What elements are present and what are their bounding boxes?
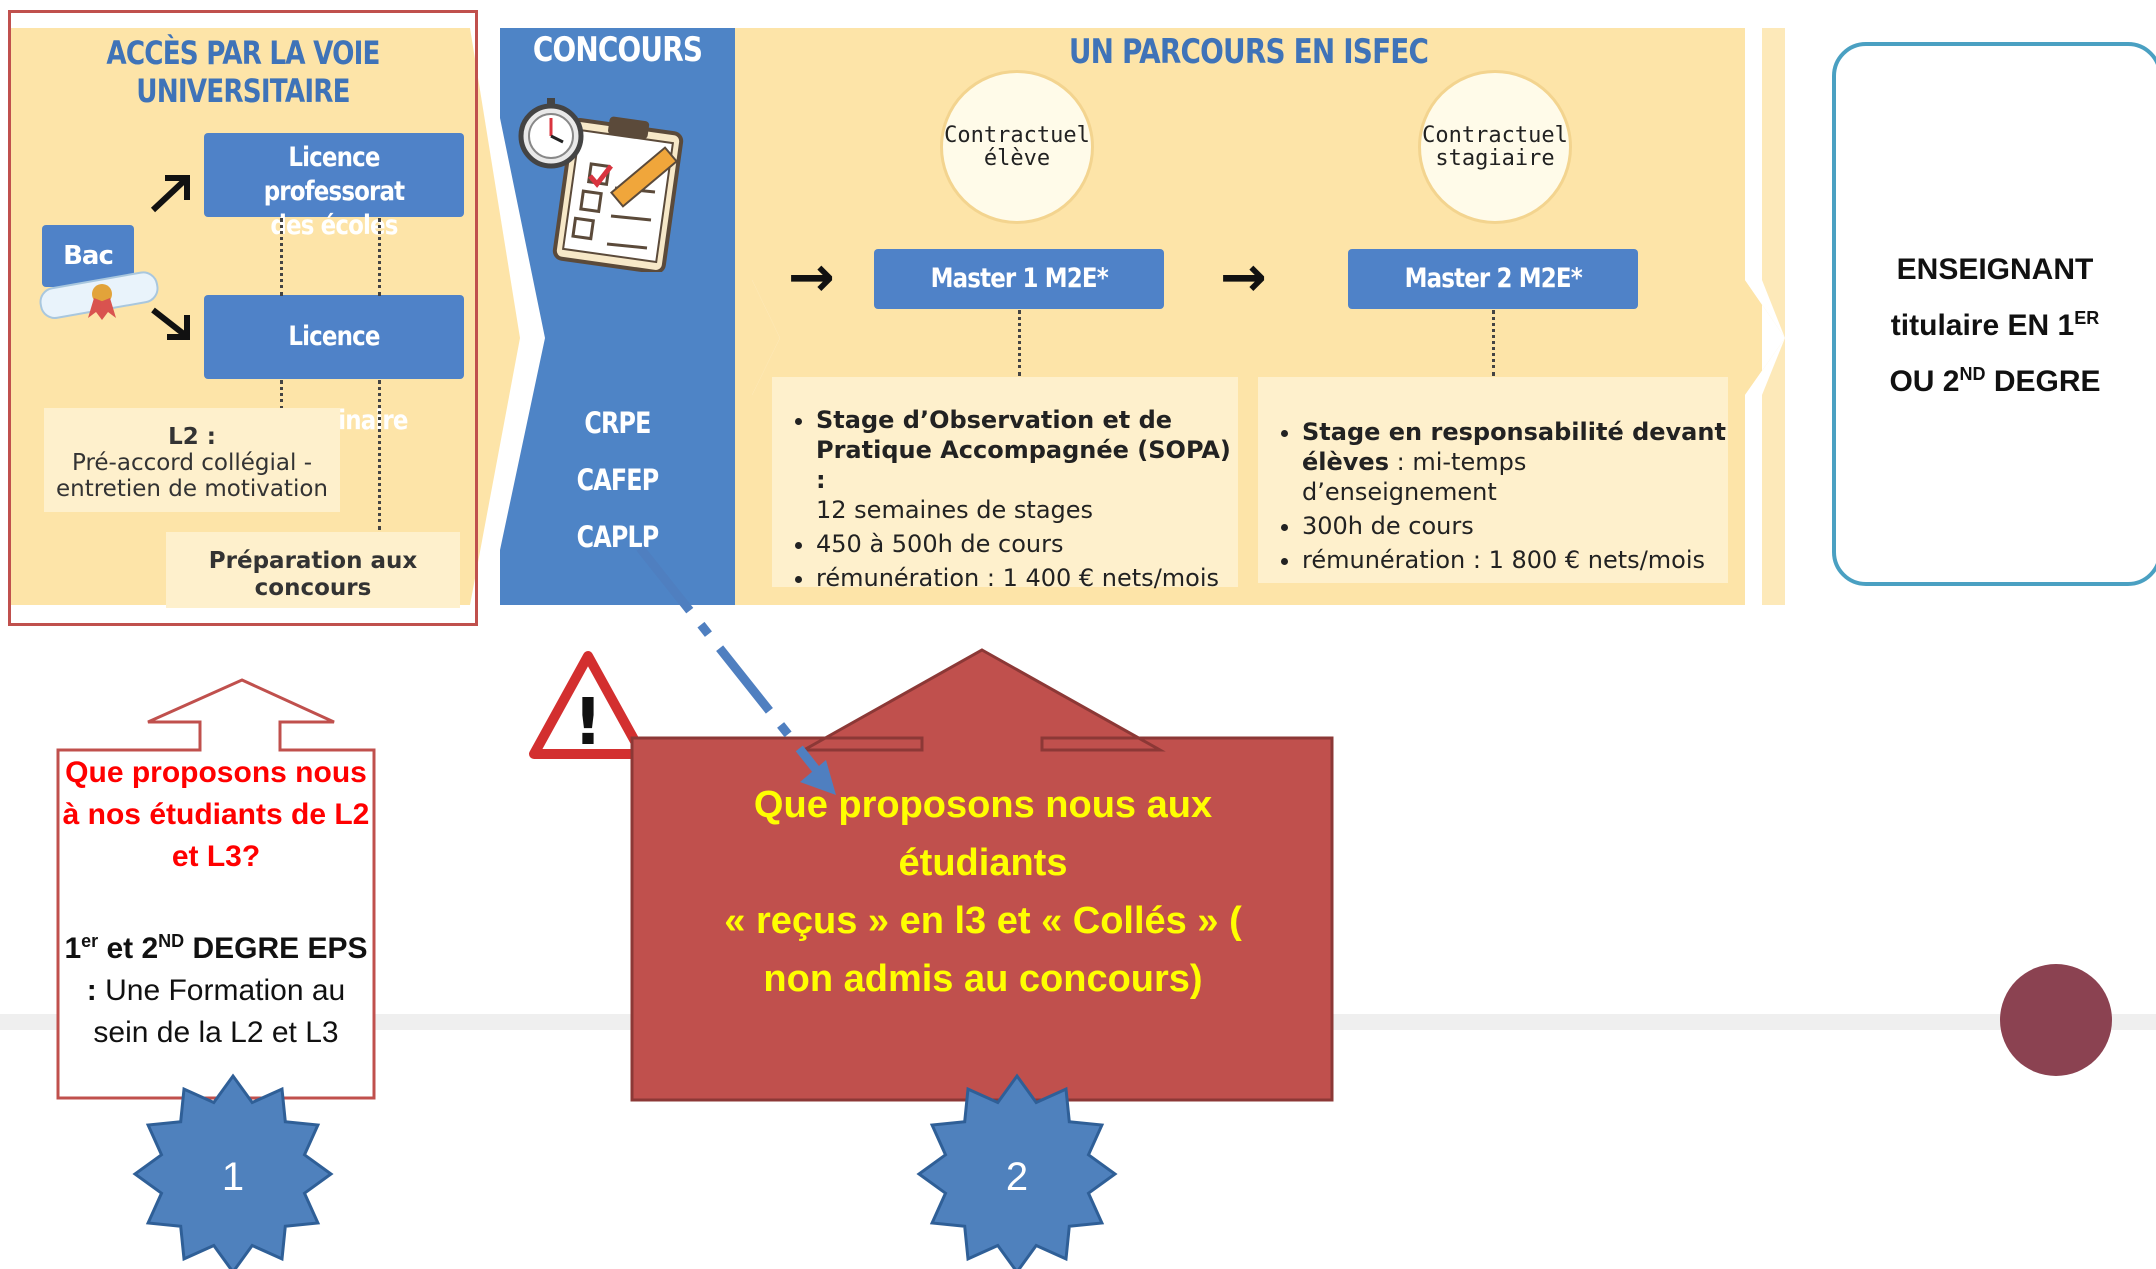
l2-line1: Pré-accord collégial -	[71, 450, 313, 476]
bac-label: Bac	[63, 241, 114, 271]
master2-bullet1-rest: : mi-temps d’enseignement	[1302, 448, 1527, 506]
l2-box: L2 : Pré-accord collégial - entretien de…	[44, 408, 340, 512]
callout1-rest1: Une Formation au	[96, 974, 346, 1007]
callout1-bold-d: :	[86, 974, 97, 1007]
callout-2: Que proposons nous aux étudiants « reçus…	[632, 776, 1334, 1008]
master1-bullet1-rest: 12 semaines de stages	[816, 496, 1094, 524]
callout1-red-line3: et L3?	[171, 840, 261, 873]
dotted-line	[378, 380, 381, 530]
preparation-line2: concours	[254, 575, 372, 601]
badge-1-label: 1	[222, 1155, 244, 1199]
master2-details: Stage en responsabilité devant élèves : …	[1258, 377, 1728, 583]
concours-item-crpe: CRPE	[584, 406, 651, 440]
l2-title: L2 :	[168, 424, 216, 450]
enseignant-sup-er: ER	[2074, 308, 2100, 328]
callout1-bold-b: et 2	[98, 932, 159, 965]
master2-bullet: 300h de cours	[1302, 511, 1728, 541]
warning-symbol: !	[573, 686, 602, 760]
enseignant-line2: titulaire EN 1	[1890, 309, 2075, 342]
university-section-border	[8, 10, 478, 626]
callout-1: Que proposons nous à nos étudiants de L2…	[60, 752, 372, 1054]
enseignant-sup-nd: ND	[1959, 364, 1986, 384]
licence-professorat-line1: Licence professorat	[263, 142, 405, 207]
concours-item-cafep: CAFEP	[576, 463, 659, 497]
callout2-line1: Que proposons nous aux	[753, 784, 1213, 826]
badge-1: 1	[132, 1073, 334, 1269]
master1-bullet1-bold: Stage d’Observation et de Pratique Accom…	[816, 406, 1231, 494]
dotted-line	[1018, 310, 1021, 376]
bac-box: Bac	[42, 225, 134, 287]
university-section-title: ACCÈS PAR LA VOIE UNIVERSITAIRE	[106, 34, 380, 110]
callout2-line3: « reçus » en l3 et « Collés » (	[724, 900, 1242, 942]
enseignant-text: ENSEIGNANT titulaire EN 1ER OU 2ND DEGRE	[1832, 246, 2156, 406]
callout1-sup-er: er	[81, 931, 99, 951]
dotted-line	[1492, 310, 1495, 376]
bac-arrows-icon	[150, 175, 190, 340]
master1-details: Stage d’Observation et de Pratique Accom…	[772, 377, 1238, 592]
licence-disciplinaire-box: Licence disciplinaire	[204, 295, 464, 436]
contractuel-eleve-circle: Contractuel élève	[940, 70, 1094, 224]
callout1-bold-a: 1	[64, 932, 82, 965]
warning-icon: !	[529, 651, 647, 760]
callout1-red-line1: Que proposons nous	[65, 756, 367, 789]
circle2-line1: Contractuel	[1422, 122, 1568, 148]
badge-2: 2	[916, 1073, 1118, 1269]
master1-box: Master 1 M2E*	[874, 249, 1164, 309]
licence-professorat-box: Licence professorat des écoles	[204, 133, 464, 241]
enseignant-line1: ENSEIGNANT	[1896, 253, 2094, 286]
callout1-red-line2: à nos étudiants de L2	[62, 798, 370, 831]
master1-bullet: 450 à 500h de cours	[816, 529, 1238, 559]
enseignant-line3b: DEGRE	[1985, 365, 2101, 398]
dotted-line	[378, 218, 381, 296]
circle1-line2: élève	[983, 146, 1051, 171]
circle1-line1: Contractuel	[944, 122, 1090, 148]
master2-box: Master 2 M2E*	[1348, 249, 1638, 309]
master2-label: Master 2 M2E*	[1404, 263, 1582, 294]
arrow-right-icon: →	[788, 245, 835, 310]
dotted-line	[280, 380, 283, 410]
master1-bullet: Stage d’Observation et de Pratique Accom…	[816, 405, 1238, 525]
concours-item-caplp: CAPLP	[576, 520, 660, 554]
master2-bullet: Stage en responsabilité devant élèves : …	[1302, 417, 1728, 507]
master1-bullet: rémunération : 1 400 € nets/mois	[816, 563, 1238, 593]
master2-bullet: rémunération : 1 800 € nets/mois	[1302, 545, 1728, 575]
isfec-title: UN PARCOURS EN ISFEC	[1068, 32, 1429, 72]
diploma-icon	[39, 271, 159, 320]
dotted-line	[280, 218, 283, 296]
contractuel-stagiaire-circle: Contractuel stagiaire	[1418, 70, 1572, 224]
maroon-dot	[2000, 964, 2112, 1076]
callout2-line2: étudiants	[898, 842, 1068, 884]
preparation-box: Préparation aux concours	[166, 532, 460, 608]
enseignant-line3a: OU 2	[1889, 365, 1960, 398]
master1-label: Master 1 M2E*	[930, 263, 1108, 294]
l2-line2: entretien de motivation	[55, 476, 328, 502]
callout2-line4: non admis au concours)	[763, 958, 1203, 1000]
callout1-sup-nd: ND	[158, 931, 185, 951]
preparation-line1: Préparation aux	[208, 548, 418, 574]
licence-professorat-line2: des écoles	[270, 210, 398, 241]
enseignant-box	[1832, 42, 2156, 586]
circle2-line2: stagiaire	[1435, 146, 1555, 171]
master2-bullet1-bold: Stage en responsabilité devant élèves	[1302, 418, 1726, 476]
concours-title: CONCOURS	[532, 30, 703, 70]
arrow-right-icon: →	[1220, 245, 1267, 310]
callout1-bold-c: DEGRE EPS	[184, 932, 368, 965]
badge-2-label: 2	[1006, 1155, 1028, 1199]
exam-clipboard-icon	[518, 98, 684, 272]
callout1-rest2: sein de la L2 et L3	[93, 1016, 339, 1049]
